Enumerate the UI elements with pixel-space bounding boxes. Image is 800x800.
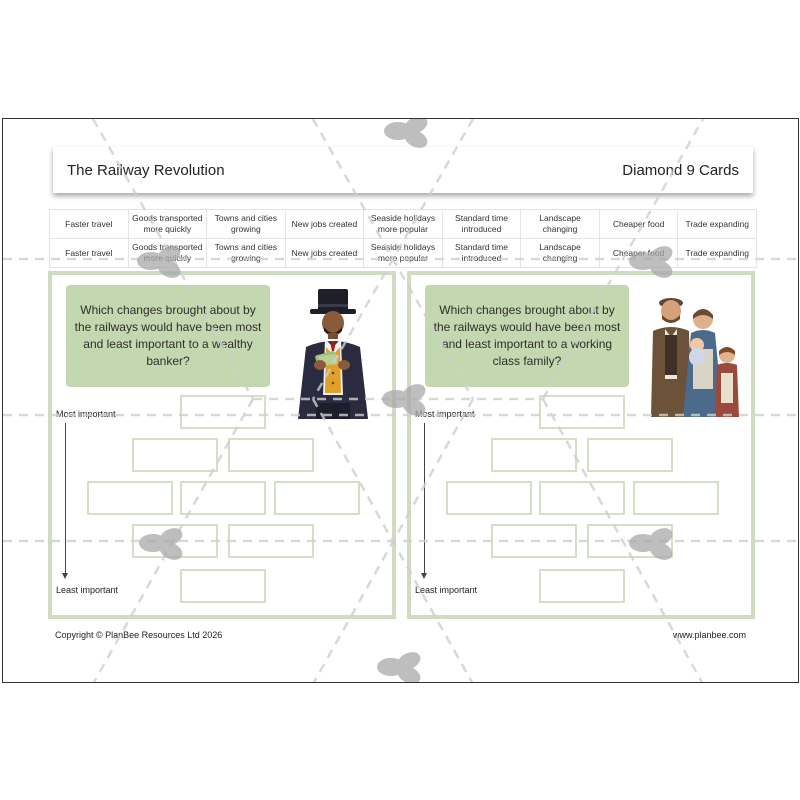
diamond-slot[interactable] bbox=[180, 569, 266, 603]
page-title: The Railway Revolution bbox=[67, 161, 225, 179]
card-seaside-holidays: Seaside holidays more popular bbox=[363, 238, 443, 268]
card-new-jobs: New jobs created bbox=[284, 238, 365, 268]
card-goods-transported: Goods transported more quickly bbox=[127, 238, 208, 268]
diamond-slot[interactable] bbox=[132, 524, 218, 558]
least-important-label: Least important bbox=[415, 585, 478, 595]
diamond-slot[interactable] bbox=[228, 438, 314, 472]
diamond-slot[interactable] bbox=[274, 481, 360, 515]
importance-arrow bbox=[424, 423, 425, 577]
diamond-slot[interactable] bbox=[132, 438, 218, 472]
diamond-slot[interactable] bbox=[633, 481, 719, 515]
importance-arrow bbox=[65, 423, 66, 577]
cards-row: Faster travel Goods transported more qui… bbox=[49, 209, 757, 239]
card-trade-expanding: Trade expanding bbox=[677, 209, 757, 239]
diamond-slot[interactable] bbox=[180, 481, 266, 515]
card-cheaper-food: Cheaper food bbox=[598, 238, 679, 268]
diamond-slot[interactable] bbox=[587, 524, 673, 558]
working-class-family-illustration-icon bbox=[651, 298, 739, 417]
worksheet-page: The Railway Revolution Diamond 9 Cards F… bbox=[2, 118, 799, 683]
card-standard-time: Standard time introduced bbox=[441, 238, 522, 268]
diamond-slot[interactable] bbox=[539, 569, 625, 603]
card-cheaper-food: Cheaper food bbox=[598, 209, 679, 239]
card-towns-growing: Towns and cities growing bbox=[206, 209, 286, 239]
diamond-slot[interactable] bbox=[228, 524, 314, 558]
card-faster-travel: Faster travel bbox=[49, 209, 129, 239]
diamond-slot[interactable] bbox=[446, 481, 532, 515]
diamond-cards-table: Faster travel Goods transported more qui… bbox=[49, 209, 757, 268]
diamond-slot[interactable] bbox=[539, 481, 625, 515]
least-important-label: Least important bbox=[56, 585, 119, 595]
most-important-label: Most important bbox=[56, 409, 116, 419]
cards-row: Faster travel Goods transported more qui… bbox=[49, 238, 757, 268]
card-trade-expanding: Trade expanding bbox=[677, 238, 757, 268]
title-bar: The Railway Revolution Diamond 9 Cards bbox=[53, 147, 753, 193]
wealthy-banker-illustration-icon bbox=[298, 289, 368, 419]
card-standard-time: Standard time introduced bbox=[441, 209, 522, 239]
family-panel: Which changes brought about by the railw… bbox=[407, 271, 755, 619]
diamond-slot[interactable] bbox=[539, 395, 625, 429]
diamond-slot[interactable] bbox=[587, 438, 673, 472]
card-landscape-changing: Landscape changing bbox=[520, 238, 600, 268]
page-subtitle: Diamond 9 Cards bbox=[622, 161, 739, 179]
diamond-slot[interactable] bbox=[87, 481, 173, 515]
card-landscape-changing: Landscape changing bbox=[520, 209, 600, 239]
arrow-down-icon bbox=[62, 573, 68, 579]
copyright-text: Copyright © PlanBee Resources Ltd 2026 bbox=[55, 630, 223, 640]
diamond-slot[interactable] bbox=[180, 395, 266, 429]
website-link[interactable]: www.planbee.com bbox=[672, 630, 746, 640]
most-important-label: Most important bbox=[415, 409, 475, 419]
diamond-slot[interactable] bbox=[491, 438, 577, 472]
arrow-down-icon bbox=[421, 573, 427, 579]
banker-question: Which changes brought about by the railw… bbox=[66, 285, 270, 387]
diamond-slot[interactable] bbox=[491, 524, 577, 558]
card-towns-growing: Towns and cities growing bbox=[206, 238, 286, 268]
banker-panel: Which changes brought about by the railw… bbox=[48, 271, 396, 619]
card-goods-transported: Goods transported more quickly bbox=[127, 209, 208, 239]
card-new-jobs: New jobs created bbox=[284, 209, 365, 239]
family-question: Which changes brought about by the railw… bbox=[425, 285, 629, 387]
card-seaside-holidays: Seaside holidays more popular bbox=[363, 209, 443, 239]
card-faster-travel: Faster travel bbox=[49, 238, 129, 268]
